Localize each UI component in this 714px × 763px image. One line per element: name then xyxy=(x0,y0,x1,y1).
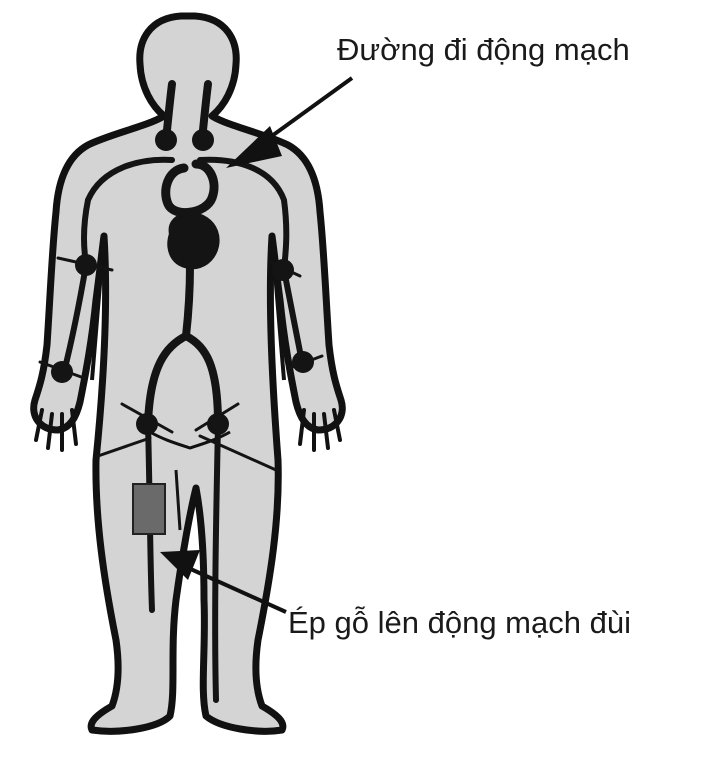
pressure-dot-wrist-right xyxy=(292,351,314,373)
arrow-artery-path xyxy=(226,76,354,168)
aorta-descending xyxy=(182,262,194,340)
heart xyxy=(167,212,220,270)
arm-inner-outline-left xyxy=(90,235,106,381)
iliac-left xyxy=(144,332,190,428)
pressure-dot-neck-left xyxy=(155,129,177,151)
leg-vessel-guide xyxy=(174,469,182,531)
pressure-dot-wrist-left xyxy=(51,361,73,383)
fingers-left xyxy=(34,408,78,452)
iliac-right xyxy=(182,332,222,428)
label-femoral-press: Ép gỗ lên động mạch đùi xyxy=(288,605,631,640)
pressure-dot-groin-right xyxy=(207,413,229,435)
wood-block xyxy=(132,483,166,535)
label-artery-path: Đường đi động mạch xyxy=(337,32,630,67)
thigh-guide-line xyxy=(96,436,152,458)
subclavian-left xyxy=(81,156,175,268)
arrow-femoral-press xyxy=(160,550,287,614)
thigh-guide-line xyxy=(198,434,278,472)
pressure-dot-neck-right xyxy=(192,129,214,151)
pressure-dot-arm-right xyxy=(272,259,294,281)
aortic-arch xyxy=(161,159,219,218)
pressure-dot-groin-left xyxy=(136,413,158,435)
body-silhouette xyxy=(30,12,346,735)
arm-inner-outline-right xyxy=(270,235,286,381)
subclavian-right xyxy=(197,156,290,273)
fingers-right xyxy=(298,408,342,452)
pressure-dots xyxy=(51,129,314,435)
brachial-left xyxy=(61,262,89,375)
pressure-dot-arm-left xyxy=(75,254,97,276)
femoral-right xyxy=(212,421,221,703)
